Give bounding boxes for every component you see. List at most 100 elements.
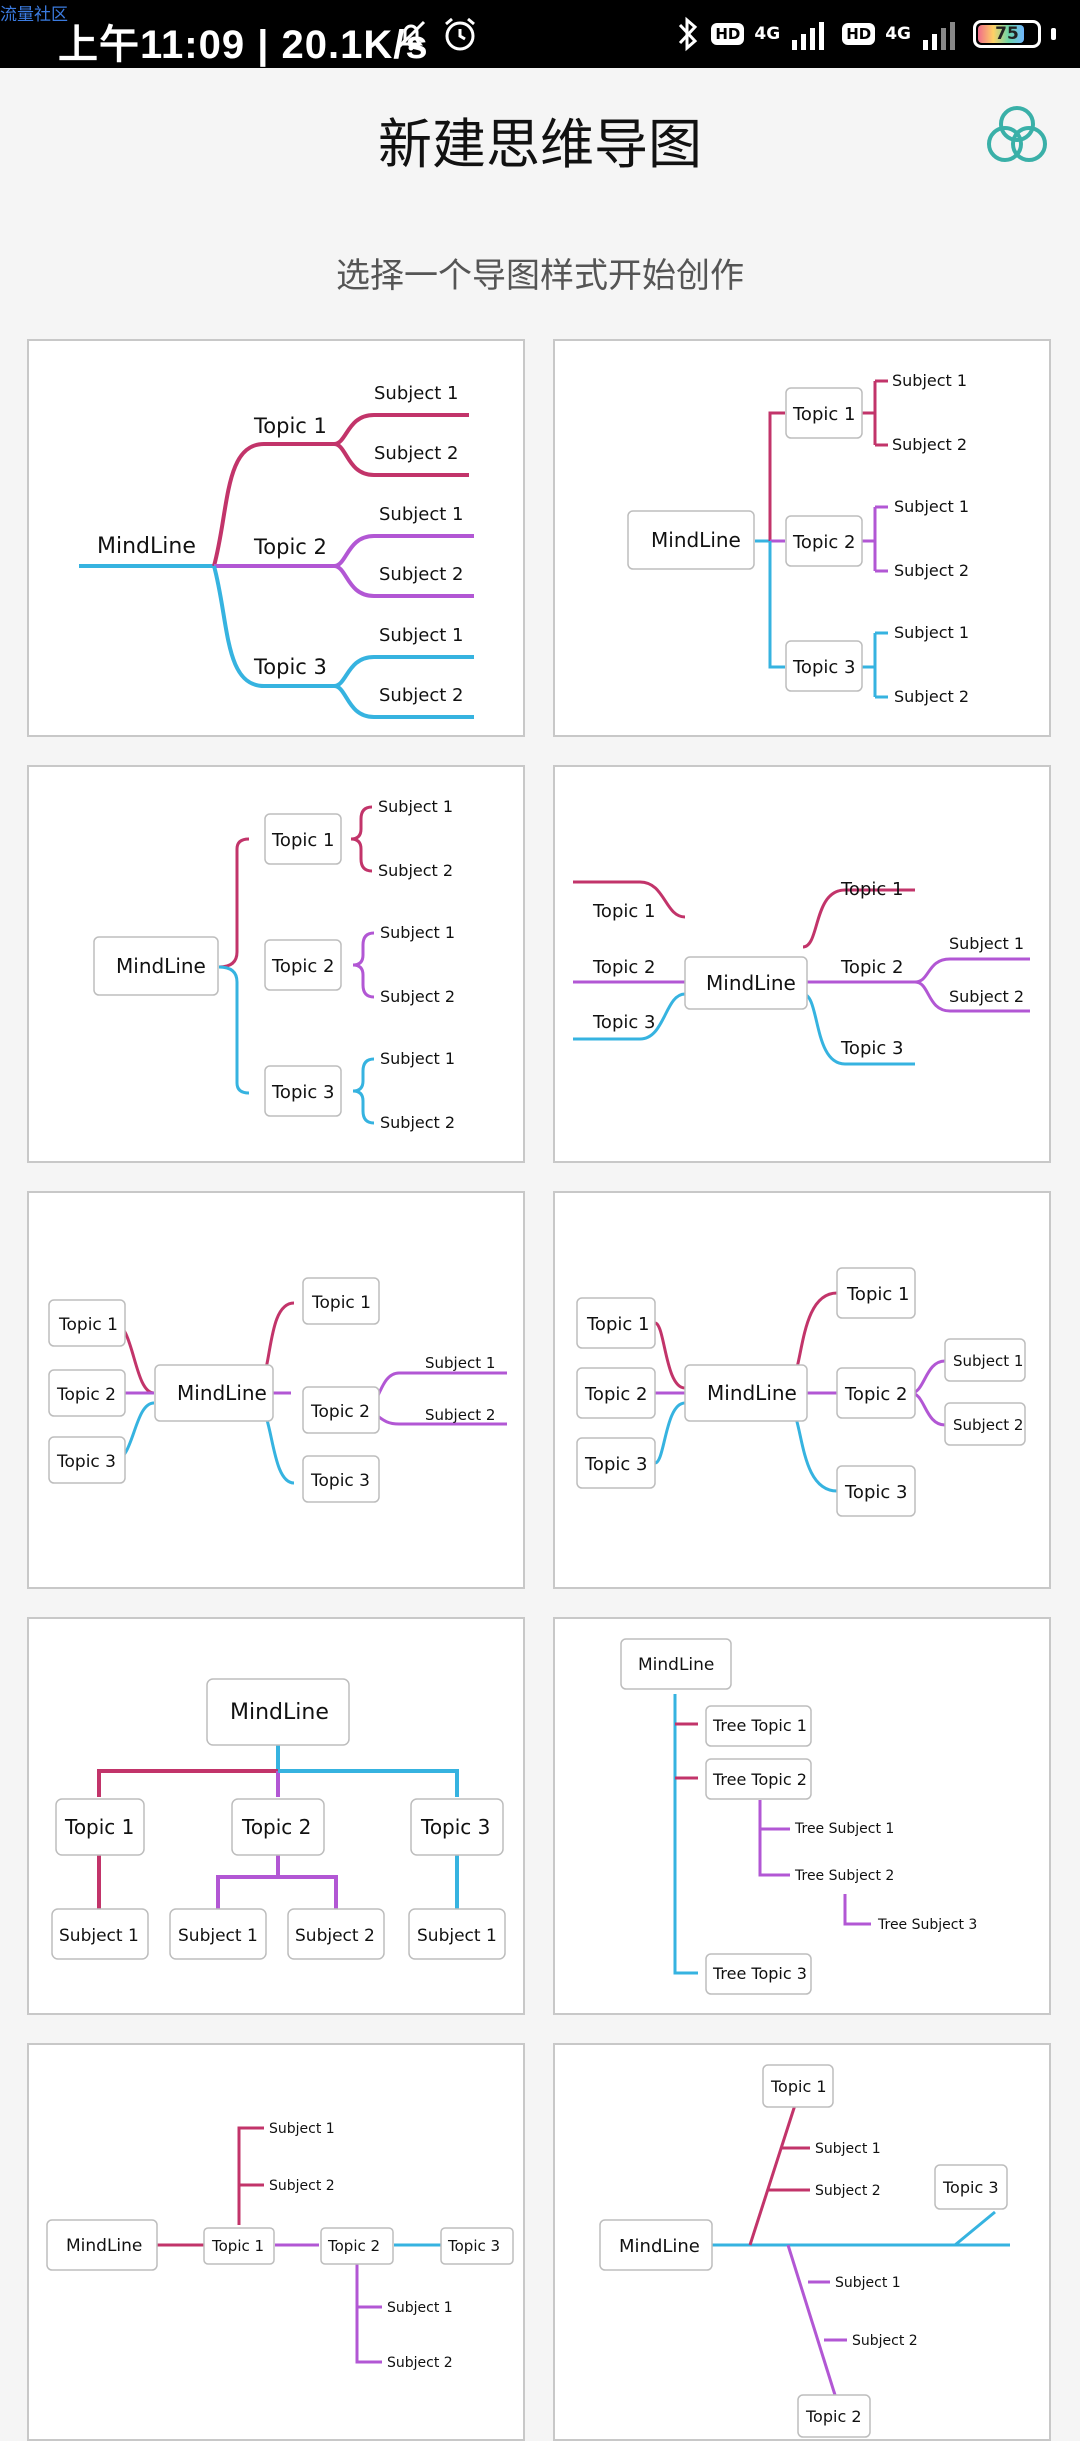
template-card-both-sides-boxed-large[interactable]: MindLine Topic 1 Topic 2 Topic 3 Topic 1… <box>553 1191 1051 1589</box>
template-card-org-chart[interactable]: MindLine Topic 1 Topic 2 Topic 3 Subject… <box>27 1617 525 2015</box>
topic-3-label: Topic 3 <box>420 1815 490 1839</box>
root-label: MindLine <box>638 1655 714 1675</box>
topic-1-label: Topic 1 <box>58 1315 118 1335</box>
subject-label: Subject 1 <box>417 1926 497 1946</box>
topic-3-label: Topic 3 <box>942 2178 999 2197</box>
topic-1-label: Topic 1 <box>792 404 855 425</box>
template-card-tree[interactable]: MindLine Tree Topic 1 Tree Topic 2 Tree … <box>553 1617 1051 2015</box>
subject-label: Subject 1 <box>378 797 453 816</box>
status-time: 上午11:09 | 20.1K/s <box>58 23 429 67</box>
subject-label: Subject 1 <box>379 625 463 646</box>
subject-label: Subject 2 <box>295 1926 375 1946</box>
subject-label: Tree Subject 1 <box>794 1821 894 1837</box>
topic-3-label: Topic 3 <box>840 1038 903 1059</box>
alarm-icon <box>445 17 475 51</box>
topic-1-label: Topic 1 <box>592 901 655 922</box>
topic-2-label: Tree Topic 2 <box>712 1770 807 1789</box>
subject-label: Subject 2 <box>379 564 463 585</box>
template-card-fishbone[interactable]: MindLine Topic 1 Topic 3 Topic 2 Subject… <box>553 2043 1051 2441</box>
subject-label: Subject 1 <box>387 2300 453 2316</box>
subject-label: Subject 2 <box>949 987 1024 1006</box>
subject-label: Subject 1 <box>894 623 969 642</box>
subject-label: Subject 1 <box>380 923 455 942</box>
topic-3-label: Topic 3 <box>844 1482 907 1503</box>
template-card-mindline-right[interactable]: MindLine Topic 1 Topic 2 Topic 3 Subject… <box>27 339 525 737</box>
subject-label: Subject 2 <box>269 2178 335 2194</box>
template-card-mindline-curly[interactable]: MindLine Topic 1 Topic 2 Topic 3 Subject… <box>27 765 525 1163</box>
root-label: MindLine <box>97 534 196 559</box>
root-label: MindLine <box>706 971 796 995</box>
topic-1-label: Topic 1 <box>846 1284 909 1305</box>
subject-label: Subject 2 <box>380 987 455 1006</box>
subject-label: Subject 2 <box>894 561 969 580</box>
topic-3-label: Topic 3 <box>584 1454 647 1475</box>
subject-label: Subject 2 <box>378 861 453 880</box>
subject-label: Subject 1 <box>894 497 969 516</box>
root-label: MindLine <box>619 2236 700 2257</box>
subject-label: Subject 2 <box>379 685 463 706</box>
topic-3-label: Topic 3 <box>592 1012 655 1033</box>
signal-weak-icon <box>923 22 955 50</box>
subject-label: Tree Subject 2 <box>794 1868 894 1884</box>
status-icons: HD 4G HD 4G 75 <box>675 10 1056 58</box>
subject-label: Subject 1 <box>425 1354 495 1372</box>
root-label: MindLine <box>177 1381 267 1405</box>
subject-label: Subject 1 <box>374 383 458 404</box>
topic-1-label: Topic 1 <box>64 1815 134 1839</box>
topic-2-label: Topic 2 <box>310 1402 370 1422</box>
page-subtitle: 选择一个导图样式开始创作 <box>336 256 744 296</box>
subject-label: Subject 2 <box>380 1113 455 1132</box>
hd-badge-2: HD <box>842 23 876 45</box>
subject-label: Subject 2 <box>387 2355 453 2371</box>
template-card-timeline[interactable]: MindLine Topic 1 Topic 2 Topic 3 Subject… <box>27 2043 525 2441</box>
root-label: MindLine <box>66 2236 142 2256</box>
subject-label: Tree Subject 3 <box>877 1917 977 1933</box>
root-label: MindLine <box>651 528 741 552</box>
topic-2-label: Topic 2 <box>56 1385 116 1405</box>
network-type-2: 4G <box>885 24 911 44</box>
topic-2-label: Topic 2 <box>253 535 327 559</box>
topic-1-label: Topic 1 <box>311 1293 371 1313</box>
subject-label: Subject 2 <box>815 2183 881 2199</box>
topic-3-label: Topic 3 <box>792 657 855 678</box>
root-label: MindLine <box>116 954 206 978</box>
topic-1-label: Topic 1 <box>271 830 334 851</box>
topic-2-label: Topic 2 <box>592 957 655 978</box>
topic-2-label: Topic 2 <box>271 956 334 977</box>
topic-2-label: Topic 2 <box>327 2237 380 2255</box>
topic-3-label: Topic 3 <box>56 1452 116 1472</box>
topic-2-label: Topic 2 <box>840 957 903 978</box>
template-card-both-sides-boxed[interactable]: MindLine Topic 1 Topic 2 Topic 3 Topic 1… <box>27 1191 525 1589</box>
signal-icon <box>792 22 825 50</box>
battery-level: 75 <box>995 24 1019 44</box>
app-logo-icon[interactable] <box>984 104 1050 166</box>
subject-label: Subject 1 <box>953 1352 1023 1370</box>
hd-badge: HD <box>711 23 745 45</box>
subject-label: Subject 1 <box>835 2275 901 2291</box>
topic-1-label: Topic 1 <box>253 414 327 438</box>
status-bar: 上午11:09 | 20.1K/s HD 4G HD 4G 75 <box>0 0 1080 68</box>
template-card-mindline-bracket[interactable]: MindLine Topic 1 Topic 2 Topic 3 Subject… <box>553 339 1051 737</box>
topic-2-label: Topic 2 <box>584 1384 647 1405</box>
subject-label: Subject 2 <box>374 443 458 464</box>
topic-3-label: Topic 3 <box>253 655 327 679</box>
bell-off-icon <box>396 20 426 51</box>
battery-icon: 75 <box>973 20 1041 48</box>
subject-label: Subject 2 <box>425 1406 495 1424</box>
topic-3-label: Topic 3 <box>447 2237 500 2255</box>
subject-label: Subject 2 <box>894 687 969 706</box>
topic-1-label: Topic 1 <box>840 879 903 900</box>
subject-label: Subject 1 <box>815 2141 881 2157</box>
topic-2-label: Topic 2 <box>844 1384 907 1405</box>
topic-2-label: Topic 2 <box>241 1815 311 1839</box>
battery-tip <box>1051 28 1056 40</box>
bluetooth-icon <box>679 16 698 52</box>
root-label: MindLine <box>707 1381 797 1405</box>
overlay-tag: 流量社区 <box>0 5 68 25</box>
topic-1-label: Topic 1 <box>211 2237 264 2255</box>
root-label: MindLine <box>230 1700 329 1725</box>
template-card-mindline-both-sides[interactable]: MindLine Topic 1 Topic 2 Topic 3 Topic 1… <box>553 765 1051 1163</box>
topic-2-label: Topic 2 <box>792 532 855 553</box>
subject-label: Subject 1 <box>892 371 967 390</box>
page-title: 新建思维导图 <box>378 113 702 176</box>
